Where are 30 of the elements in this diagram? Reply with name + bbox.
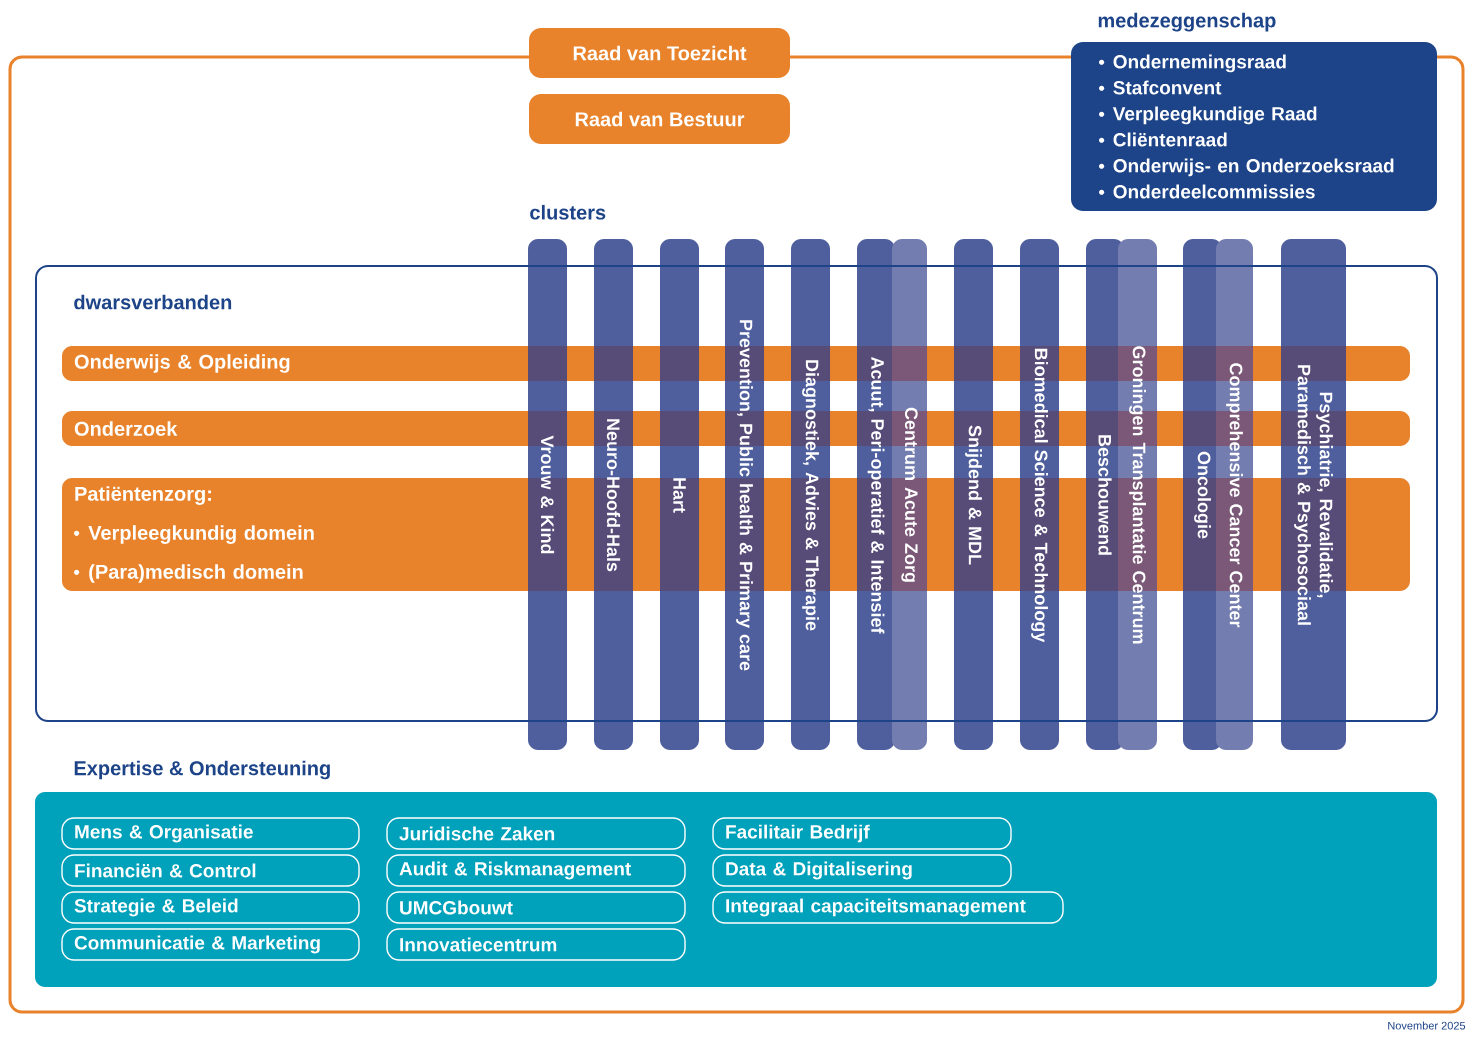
node-label: medezeggenschap xyxy=(1098,12,1276,32)
department-box: Financiën & Control xyxy=(61,854,360,887)
board-box: Raad van Bestuur xyxy=(529,94,790,144)
cluster-pillar: Centrum Acute Zorg xyxy=(892,239,927,750)
department-box: Innovatiecentrum xyxy=(386,928,686,961)
council-box: medezeggenschap Ondernemingsraad Stafconvent Verpleegkundige Raad Cliëntenraad Onderwijs- en Onderzoeksraad Onderdeelcommissies xyxy=(1071,12,1437,211)
cluster-pillar: Biomedical Science & Technology xyxy=(1020,239,1059,750)
department-box: Integraal capaciteitsmanagement xyxy=(712,891,1064,924)
cluster-pillar: Neuro-Hoofd-Hals xyxy=(594,239,633,750)
board-box: Raad van Toezicht xyxy=(529,28,790,78)
cluster-pillar: Psychiatrie, Revalidatie, Paramedisch & Psychosociaal xyxy=(1281,239,1346,750)
department-box: Juridische Zaken xyxy=(386,817,686,850)
cluster-pillar: Acuut, Peri-operatief & Intensief xyxy=(857,239,895,750)
cluster-pillar: Groningen Transplantatie Centrum xyxy=(1118,239,1157,750)
cluster-pillar: Diagnostiek, Advies & Therapie xyxy=(791,239,830,750)
department-box: Strategie & Beleid xyxy=(61,891,360,924)
department-box: Communicatie & Marketing xyxy=(61,928,360,961)
department-box: UMCGbouwt xyxy=(386,891,686,924)
cluster-pillar: Comprehensive Cancer Center xyxy=(1216,239,1253,750)
cluster-pillar: Snijdend & MDL xyxy=(954,239,993,750)
department-box: Mens & Organisatie xyxy=(61,817,360,850)
department-box: Data & Digitalisering xyxy=(712,854,1012,887)
department-box: Facilitair Bedrijf xyxy=(712,817,1012,850)
department-box: Audit & Riskmanagement xyxy=(386,854,686,887)
cluster-pillar: Prevention, Public health & Primary care xyxy=(725,239,764,750)
cluster-pillar: Hart xyxy=(660,239,699,750)
section-heading: clusters xyxy=(530,204,606,220)
date-note: November 2025 xyxy=(1388,1021,1466,1030)
node-label: Expertise & Ondersteuning xyxy=(74,760,330,780)
cluster-pillar: Vrouw & Kind xyxy=(528,239,567,750)
